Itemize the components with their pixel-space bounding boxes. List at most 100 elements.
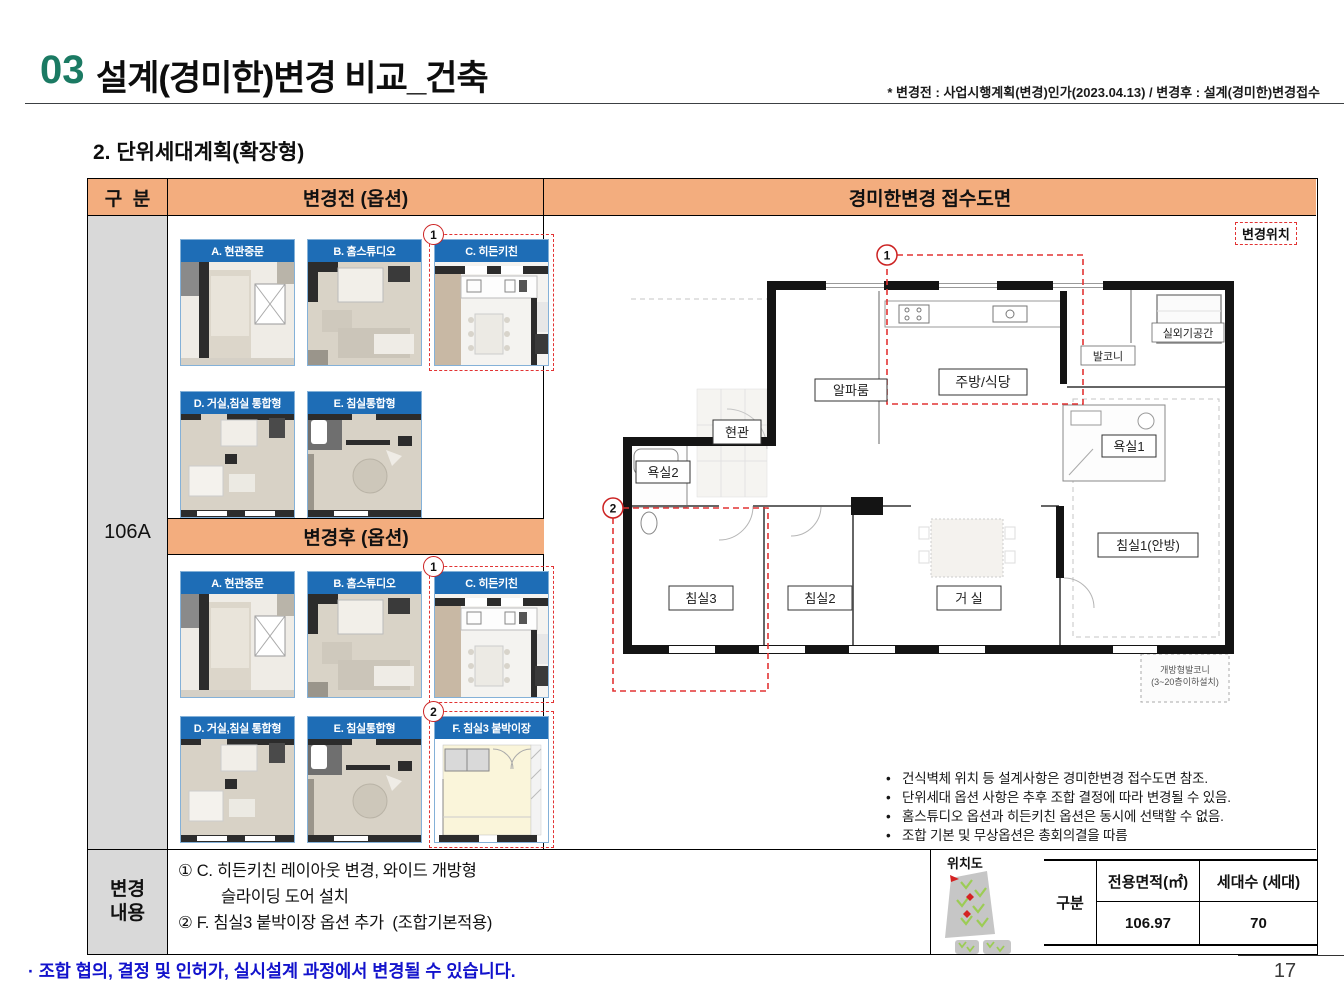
note-line: 조합 기본 및 무상옵션은 총회의결을 따름: [884, 826, 1316, 845]
svg-text:실외기공간: 실외기공간: [1163, 327, 1214, 340]
option-plan-image: [181, 739, 294, 842]
open-balcony-area: [1140, 653, 1230, 703]
comparison-table: 구 분 변경전 (옵션) 경미한변경 접수도면 106A A. 현관중문 B. …: [87, 178, 1318, 955]
svg-text:현관: 현관: [725, 425, 749, 440]
marker-1-icon: 1: [423, 224, 444, 245]
option-label: C. 히든키친: [435, 240, 548, 262]
option-label: E. 침실통합형: [308, 717, 421, 739]
option-before-c: 1 C. 히든키친: [423, 224, 554, 371]
room-label-balcony: 발코니: [1080, 345, 1136, 366]
note-line: 홈스튜디오 옵션과 히든키친 옵션은 동시에 선택할 수 없음.: [884, 807, 1316, 826]
svg-text:주방/식당: 주방/식당: [955, 374, 1011, 390]
option-label: B. 홈스튜디오: [308, 240, 421, 262]
option-plan-image: [181, 414, 294, 517]
footer-disclaimer: · 조합 협의, 결정 및 인허가, 실시설계 과정에서 변경될 수 있습니다.: [28, 961, 516, 981]
option-after-e: E. 침실통합형: [307, 716, 422, 843]
option-plan-image: [308, 262, 421, 365]
room-label-kitchen: 주방/식당: [938, 368, 1028, 396]
option-plan-image: [181, 594, 294, 697]
note-line: 건식벽체 위치 등 설계사항은 경미한변경 접수도면 참조.: [884, 769, 1316, 788]
change-item-2: ② F. 침실3 붙박이장 옵션 추가 (조합기본적용): [178, 914, 493, 932]
header-divider: [25, 103, 1344, 104]
column-header-plan: 경미한변경 접수도면: [544, 179, 1316, 216]
room-label-bed3: 침실3: [668, 585, 734, 611]
svg-text:2: 2: [610, 502, 617, 516]
option-label: A. 현관중문: [181, 240, 294, 262]
page-title: 설계(경미한)변경 비교_건축: [96, 59, 489, 98]
summary-col-group: 구분: [1044, 861, 1097, 944]
after-header: 변경후 (옵션): [168, 518, 544, 555]
room-label-bath1: 욕실1: [1101, 434, 1157, 458]
room-label-bath2: 욕실2: [635, 460, 691, 484]
plan-notes: 건식벽체 위치 등 설계사항은 경미한변경 접수도면 참조. 단위세대 옵션 사…: [884, 769, 1316, 845]
option-plan-image: [308, 594, 421, 697]
svg-text:개방형발코니: 개방형발코니: [1160, 665, 1210, 675]
page-number-rule: [1238, 955, 1344, 956]
room-label-bed1: 침실1(안방): [1097, 532, 1199, 558]
option-label: B. 홈스튜디오: [308, 572, 421, 594]
option-plan-image: [435, 262, 548, 365]
room-label-bed2: 침실2: [787, 585, 853, 611]
options-column: A. 현관중문 B. 홈스튜디오 1 C. 히든키친: [168, 216, 554, 849]
change-label-line2: 내용: [110, 903, 145, 924]
note-line: 단위세대 옵션 사항은 추후 조합 결정에 따라 변경될 수 있음.: [884, 788, 1316, 807]
summary-cell: 위치도 구분 전용면적(㎡) 세대수 (세: [931, 849, 1317, 954]
svg-text:(3~20층이하설치): (3~20층이하설치): [1151, 676, 1219, 687]
option-before-e: E. 침실통합형: [307, 391, 422, 518]
marker-2-icon: 2: [602, 497, 624, 519]
option-after-b: B. 홈스튜디오: [307, 571, 422, 698]
plan-column: 변경위치: [544, 216, 1316, 849]
unit-type-cell: 106A: [88, 216, 168, 849]
option-before-a: A. 현관중문: [180, 239, 295, 366]
summary-units-value: 70: [1199, 902, 1317, 944]
page-number: 17: [1273, 960, 1297, 982]
column-header-before: 변경전 (옵션): [168, 179, 544, 216]
slide-number: 03: [40, 48, 85, 92]
room-label-living: 거 실: [936, 585, 1002, 611]
change-content-cell: ① C. 히든키친 레이아웃 변경, 와이드 개방형 슬라이딩 도어 설치 ② …: [168, 849, 931, 954]
change-area-1: [886, 254, 1084, 405]
summary-area-value: 106.97: [1125, 914, 1171, 932]
option-label: A. 현관중문: [181, 572, 294, 594]
option-plan-image: [308, 739, 421, 842]
option-plan-image: [308, 414, 421, 517]
svg-text:침실2: 침실2: [804, 591, 835, 606]
change-label-line1: 변경: [110, 879, 145, 900]
change-item-1: ① C. 히든키친 레이아웃 변경, 와이드 개방형: [178, 862, 477, 880]
option-after-d: D. 거실,침실 통합형: [180, 716, 295, 843]
summary-col-units: 세대수 (세대): [1199, 861, 1317, 902]
location-map-label: 위치도: [947, 856, 983, 871]
option-before-d: D. 거실,침실 통합형: [180, 391, 295, 518]
room-label-ac-unit: 실외기공간: [1151, 322, 1225, 343]
option-plan-image: [181, 262, 294, 365]
option-label: D. 거실,침실 통합형: [181, 717, 294, 739]
option-label: F. 침실3 붙박이장: [435, 717, 548, 739]
svg-text:욕실2: 욕실2: [647, 465, 678, 480]
room-label-entrance: 현관: [712, 419, 762, 445]
option-label: D. 거실,침실 통합형: [181, 392, 294, 414]
change-content-label-cell: 변경 내용: [88, 849, 168, 954]
section-subtitle: 2. 단위세대계획(확장형): [93, 141, 305, 164]
option-plan-image: [435, 739, 548, 842]
location-map: [945, 871, 1011, 954]
header-note: * 변경전 : 사업시행계획(변경)인가(2023.04.13) / 변경후 :…: [887, 85, 1320, 100]
unit-type: 106A: [104, 521, 151, 543]
change-item-1-cont: 슬라이딩 도어 설치: [221, 888, 349, 906]
option-plan-image: [435, 594, 548, 697]
floor-plan: 1 2 알파룸 주방/식당 현관 욕실2 욕실1 침실3 침실2 거 실 침실1…: [602, 244, 1234, 703]
summary-table: 구분 전용면적(㎡) 세대수 (세대) 106.97 70: [1044, 859, 1317, 946]
svg-text:알파룸: 알파룸: [833, 383, 869, 398]
option-after-c: 1 C. 히든키친: [423, 556, 554, 703]
svg-text:거 실: 거 실: [955, 591, 983, 606]
room-label-open-balcony: 개방형발코니 (3~20층이하설치): [1151, 665, 1219, 687]
option-after-f: 2 F. 침실3 붙박이장: [423, 701, 554, 848]
option-label: E. 침실통합형: [308, 392, 421, 414]
option-after-a: A. 현관중문: [180, 571, 295, 698]
svg-text:1: 1: [884, 249, 891, 263]
marker-2-icon: 2: [423, 701, 444, 722]
option-label: C. 히든키친: [435, 572, 548, 594]
column-header-group: 구 분: [88, 179, 168, 216]
svg-text:침실1(안방): 침실1(안방): [1116, 538, 1180, 553]
svg-text:침실3: 침실3: [685, 591, 716, 606]
option-before-b: B. 홈스튜디오: [307, 239, 422, 366]
